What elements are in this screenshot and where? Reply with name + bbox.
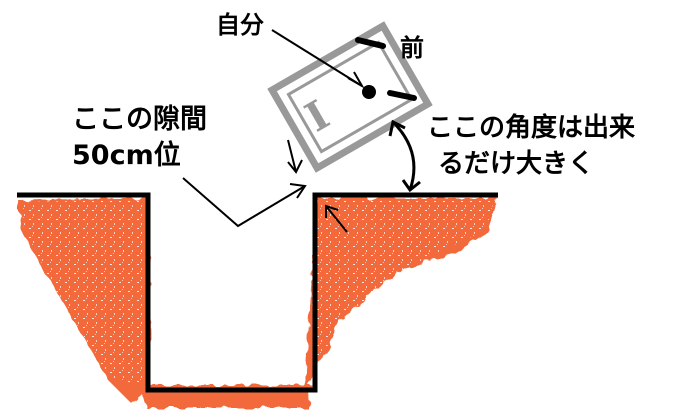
front-label: 前 <box>400 34 424 62</box>
self-dot <box>362 85 376 99</box>
gap-pointer <box>182 177 306 228</box>
front-mark-top <box>355 37 386 49</box>
earth-right-speckle <box>312 200 494 370</box>
angle-label-line1: ここの角度は出来 <box>427 112 636 143</box>
box-mark: I <box>297 91 337 141</box>
earth-left-speckle <box>22 200 148 386</box>
corner-pointer-head <box>325 204 339 218</box>
angle-arrow-bottom <box>401 179 421 193</box>
gap-label-line2: 50cm位 <box>72 139 181 171</box>
gap-label-line1: ここの隙間 <box>72 104 207 135</box>
angle-label-line2: るだけ大きく <box>438 149 594 179</box>
front-mark-bottom <box>387 90 417 101</box>
self-pointer <box>271 29 363 87</box>
angle-arrow-top <box>388 119 406 137</box>
ground-line <box>17 192 498 393</box>
angle-arc <box>391 120 416 191</box>
corner-pointer <box>325 205 348 233</box>
gap-arrow-head <box>289 183 307 199</box>
self-pointer-head <box>347 71 365 89</box>
gap-indicator-head <box>287 159 303 174</box>
self-label: 自分 <box>216 11 264 39</box>
gap-indicator <box>287 139 297 173</box>
box-outer <box>267 21 433 173</box>
